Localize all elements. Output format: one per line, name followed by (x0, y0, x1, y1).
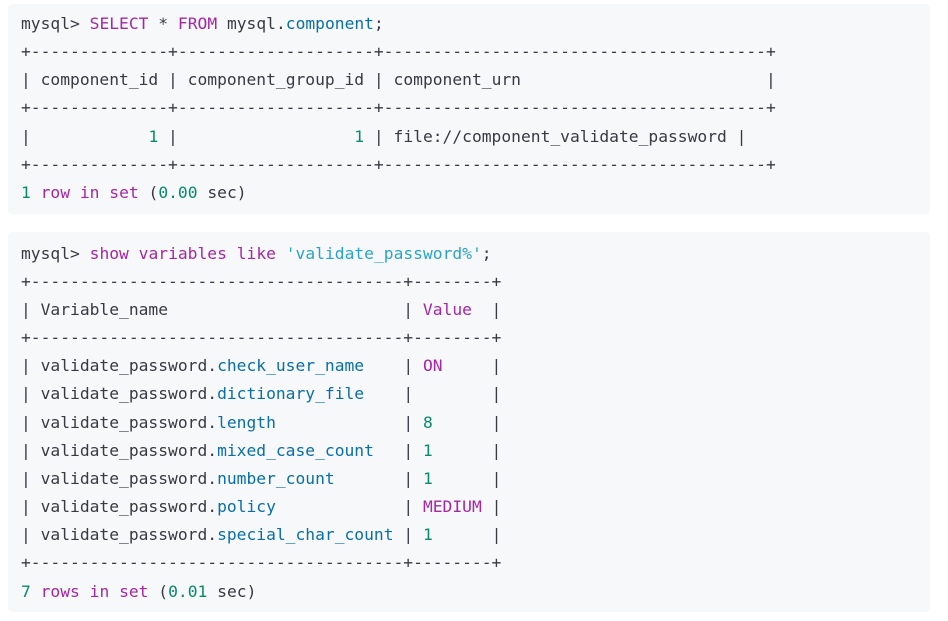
table-row: | 1 | 1 | file://component_validate_pass… (21, 127, 747, 146)
footer-word-row: row (40, 183, 71, 202)
keyword-select: SELECT (89, 14, 149, 33)
table-border-mid: +--------------------------------------+… (21, 328, 502, 347)
variable-name: dictionary_file (217, 384, 365, 403)
row-count: 1 (21, 183, 31, 202)
code-block-component-query: mysql> SELECT * FROM mysql.component; +-… (8, 4, 930, 214)
result-footer: 1 row in set (0.00 sec) (21, 183, 247, 202)
variable-name: mixed_case_count (217, 441, 374, 460)
table-border-top: +--------------+--------------------+---… (21, 42, 776, 61)
variable-name: special_char_count (217, 525, 394, 544)
table-row: | validate_password.dictionary_file | | (21, 384, 502, 403)
elapsed-time: 0.00 (158, 183, 198, 202)
table-border-top: +--------------------------------------+… (21, 272, 502, 291)
table-row: | validate_password.number_count | 1 | (21, 469, 502, 488)
command-line: mysql> SELECT * FROM mysql.component; (21, 14, 384, 33)
variable-value: 1 (422, 469, 433, 488)
schema-name: mysql (226, 14, 276, 33)
prompt: mysql> (21, 14, 80, 33)
like-pattern-string: 'validate_password%' (285, 244, 482, 263)
prompt: mysql> (21, 244, 80, 263)
variable-value: 8 (422, 413, 433, 432)
statement-terminator: ; (481, 244, 492, 263)
table-row: | validate_password.special_char_count |… (21, 525, 502, 544)
table-name: component (285, 14, 374, 33)
variable-prefix: validate_password. (40, 356, 218, 375)
command-line: mysql> show variables like 'validate_pas… (21, 240, 492, 268)
table-row: | validate_password.check_user_name | ON… (21, 356, 502, 375)
elapsed-time: 0.01 (168, 582, 208, 601)
footer-word-in: in (79, 183, 100, 202)
time-unit: sec (207, 183, 237, 202)
table-row: | validate_password.length | 8 | (21, 413, 502, 432)
variable-prefix: validate_password. (40, 384, 218, 403)
variable-name: number_count (217, 469, 335, 488)
cell-component-urn: file://component_validate_password (393, 127, 727, 146)
variable-prefix: validate_password. (40, 469, 218, 488)
time-unit: sec (217, 582, 247, 601)
variable-name: check_user_name (217, 356, 365, 375)
cell-component-group-id: 1 (354, 127, 365, 146)
column-header: component_id (40, 70, 159, 89)
variable-name: policy (217, 497, 276, 516)
statement-terminator: ; (374, 14, 384, 33)
table-row: | validate_password.mixed_case_count | 1… (21, 441, 502, 460)
keyword-like: like (236, 244, 276, 263)
variable-prefix: validate_password. (40, 497, 218, 516)
result-footer: 7 rows in set (0.01 sec) (21, 582, 257, 601)
table-row: | validate_password.policy | MEDIUM | (21, 497, 502, 516)
table-header-row: | Variable_name | Value | (21, 300, 502, 319)
column-header: component_urn (393, 70, 521, 89)
variable-prefix: validate_password. (40, 413, 218, 432)
cell-component-id: 1 (148, 127, 159, 146)
table-border-bottom: +--------------+--------------------+---… (21, 155, 776, 174)
variable-value: ON (422, 356, 443, 375)
footer-word-set: set (109, 183, 139, 202)
variable-value: MEDIUM (422, 497, 482, 516)
keyword-show: show (89, 244, 129, 263)
table-border-mid: +--------------+--------------------+---… (21, 98, 776, 117)
variable-prefix: validate_password. (40, 525, 218, 544)
code-block-variables-query: mysql> show variables like 'validate_pas… (8, 232, 930, 612)
column-header: component_group_id (187, 70, 365, 89)
table-header-row: | component_id | component_group_id | co… (21, 70, 776, 89)
column-header: Variable_name (40, 300, 169, 319)
table-border-bottom: +--------------------------------------+… (21, 553, 502, 572)
column-header: Value (422, 300, 472, 319)
variable-value: 1 (422, 441, 433, 460)
star-operator: * (158, 14, 169, 33)
variable-value: 1 (422, 525, 433, 544)
footer-word-set: set (119, 582, 149, 601)
row-count: 7 (21, 582, 31, 601)
keyword-variables: variables (138, 244, 227, 263)
keyword-from: FROM (177, 14, 218, 33)
footer-word-in: in (89, 582, 110, 601)
variable-name: length (217, 413, 276, 432)
footer-word-rows: rows (40, 582, 80, 601)
variable-prefix: validate_password. (40, 441, 218, 460)
